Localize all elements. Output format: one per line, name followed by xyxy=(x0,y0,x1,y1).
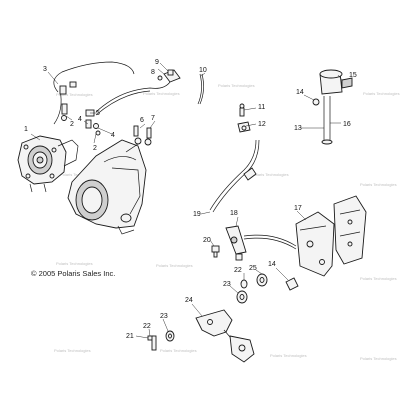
watermark: Polaris Technologies xyxy=(360,276,397,281)
watermark: Polaris Technologies xyxy=(360,182,397,187)
callout-17: 17 xyxy=(294,205,302,212)
callout-24: 24 xyxy=(185,297,193,304)
brake-line xyxy=(209,139,260,213)
watermark: Polaris Technologies xyxy=(56,261,93,266)
callout-23: 23 xyxy=(223,281,231,288)
callout-22: 22 xyxy=(234,267,242,274)
watermark: Polaris Technologies xyxy=(143,91,180,96)
part-18-actuator xyxy=(225,225,297,261)
callout-11: 11 xyxy=(258,104,265,111)
part-3-cable xyxy=(53,61,135,125)
pump-housing xyxy=(67,139,147,235)
fittings xyxy=(61,103,152,153)
switch-parts xyxy=(237,103,251,133)
callout-3: 3 xyxy=(43,66,47,73)
callout-2: 2 xyxy=(70,121,74,128)
copyright-notice: © 2005 Polaris Sales Inc. xyxy=(31,269,116,278)
callout-5: 5 xyxy=(96,110,100,117)
callout-8: 8 xyxy=(151,69,155,76)
callout-7: 7 xyxy=(151,115,155,122)
callout-15: 15 xyxy=(349,72,357,79)
callout-19: 19 xyxy=(193,211,201,218)
top-center-parts xyxy=(157,69,204,105)
callout-12: 12 xyxy=(258,121,266,128)
callout-13: 13 xyxy=(294,125,302,132)
watermark: Polaris Technologies xyxy=(218,83,255,88)
watermark: Polaris Technologies xyxy=(363,91,400,96)
callout-18: 18 xyxy=(230,210,238,217)
callout-22: 22 xyxy=(143,323,151,330)
part-24-lever xyxy=(195,309,255,363)
callout-2: 2 xyxy=(93,145,97,152)
callout-14: 14 xyxy=(268,261,276,268)
watermark: Polaris Technologies xyxy=(252,172,289,177)
callout-4: 4 xyxy=(78,116,82,123)
washer-parts xyxy=(236,273,268,304)
watermark: Polaris Technologies xyxy=(56,92,93,97)
watermark: Polaris Technologies xyxy=(360,356,397,361)
callout-1: 1 xyxy=(24,126,28,133)
callout-25: 25 xyxy=(249,265,257,272)
callout-16: 16 xyxy=(343,121,351,128)
part-1-pump-assembly xyxy=(17,135,79,193)
watermark: Polaris Technologies xyxy=(160,348,197,353)
watermark: Polaris Technologies xyxy=(156,263,193,268)
callout-10: 10 xyxy=(199,67,207,74)
watermarks: Polaris Technologies Polaris Technologie… xyxy=(54,83,400,361)
leader-lines xyxy=(30,62,343,339)
callout-labels: 1 2 2 3 4 4 5 6 7 8 9 10 11 12 13 14 14 … xyxy=(24,59,357,340)
part-17-bracket xyxy=(285,195,367,291)
part-20 xyxy=(211,245,220,258)
callout-21: 21 xyxy=(126,333,134,340)
callout-6: 6 xyxy=(140,117,144,124)
reservoir-assembly xyxy=(312,69,353,145)
watermark: Polaris Technologies xyxy=(54,348,91,353)
callout-9: 9 xyxy=(155,59,159,66)
callout-14: 14 xyxy=(296,89,304,96)
watermark: Polaris Technologies xyxy=(270,353,307,358)
callout-23: 23 xyxy=(160,313,168,320)
callout-20: 20 xyxy=(203,237,211,244)
callout-4: 4 xyxy=(111,132,115,139)
